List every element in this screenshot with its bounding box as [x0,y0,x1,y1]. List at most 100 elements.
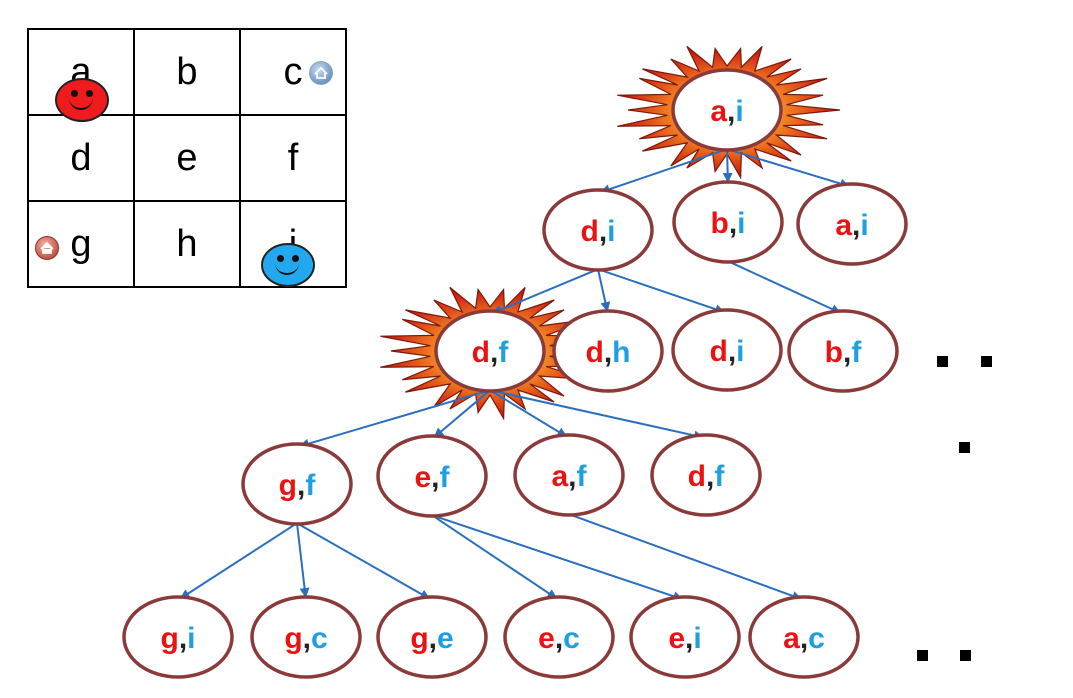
tree-edge-arrow [568,513,803,601]
separator: , [303,622,311,655]
tree-node: e,i [629,595,741,679]
tree-node-ellipse [542,188,654,272]
separator: , [729,207,737,240]
separator: , [555,622,563,655]
tree-node-label: g,e [410,622,453,655]
tree-node: g,e [376,595,488,679]
tree-node: g,c [250,595,362,679]
separator: , [728,335,736,368]
tree-node-ellipse [513,433,625,517]
blue-agent-position: i [860,209,868,242]
red-agent-position: g [279,469,297,502]
separator: , [179,622,187,655]
red-agent-position: e [668,622,685,655]
blue-agent-position: i [607,215,615,248]
home-icon [309,61,333,85]
tree-node-ellipse [629,595,741,679]
tree-edge-arrow [489,389,705,441]
tree-node-label: e,c [538,622,580,655]
blue-agent-position: f [714,460,725,493]
tree-node: a,c [748,595,860,679]
tree-node-ellipse [122,595,234,679]
tree-edge-arrow [431,514,684,601]
red-agent-position: b [825,336,843,369]
tree-node-ellipse [671,308,783,392]
tree-node: a,f [513,433,625,517]
blue-agent-position: i [735,95,743,128]
blue-agent-position: f [851,336,862,369]
separator: , [599,215,607,248]
eye-icon [86,90,93,97]
ellipsis-dot [960,650,971,661]
tree-node-label: g,c [284,622,327,655]
blue-agent-position: c [563,622,580,655]
tree-node-label: g,i [160,622,195,655]
tree-node: b,i [672,180,784,264]
grid-world: a b c d e f g h i [27,28,347,288]
blue-agent-position: c [808,622,825,655]
grid-cell-c: c [239,28,347,116]
tree-node-label: a,c [783,622,825,655]
tree-node: e,f [376,434,488,518]
tree-edge-arrow [431,514,558,599]
tree-node-ellipse [787,309,899,393]
red-agent-position: a [710,95,727,128]
red-smiley-icon [55,78,109,122]
grid-cell-b: b [133,28,241,116]
cell-label: e [176,136,198,179]
mouth-icon [275,259,299,275]
ellipsis-dot [937,356,948,367]
red-agent-position: e [414,461,431,494]
tree-node-ellipse [748,595,860,679]
separator: , [297,469,305,502]
grid-cell-e: e [133,114,241,202]
red-agent-position: e [538,622,555,655]
grid-cell-f: f [239,114,347,202]
home-icon [35,236,59,260]
tree-node-label: e,f [414,461,450,494]
tree-node: g,f [241,442,353,526]
tree-node-ellipse [796,182,908,266]
blue-agent-position: h [612,336,630,369]
ellipsis-dot [981,356,992,367]
tree-edge-arrow [722,149,733,183]
tree-node-ellipse [650,433,762,517]
red-agent-position: b [710,207,728,240]
separator: , [429,622,437,655]
separator: , [604,336,612,369]
tree-node-label: d,i [709,335,744,368]
separator: , [852,209,860,242]
tree-node-label: a,i [710,95,743,128]
tree-node: b,f [787,309,899,393]
red-agent-position: a [783,622,800,655]
blue-agent-position: f [498,336,509,369]
red-agent-position: g [410,622,428,655]
tree-node-ellipse [376,595,488,679]
tree-node: e,c [503,595,615,679]
tree-edge-arrow [296,523,310,598]
eye-icon [71,90,78,97]
tree-node-ellipse [434,309,546,393]
separator: , [843,336,851,369]
red-agent-position: d [709,335,727,368]
cell-label: c [283,50,303,93]
eye-icon [292,255,299,262]
tree-node-label: b,i [710,207,745,240]
tree-node: d,i [542,188,654,272]
tree-edge-arrow [597,268,611,313]
blue-agent-position: f [577,460,588,493]
tree-node: a,i [671,68,783,152]
tree-edge-arrow [179,522,298,599]
tree-node-label: g,f [279,469,317,502]
blue-agent-position: i [187,622,195,655]
tree-edge-arrow [298,389,491,449]
tree-node: g,i [122,595,234,679]
tree-node: d,i [671,308,783,392]
tree-node: d,f [434,309,546,393]
tree-node-ellipse [671,68,783,152]
tree-node-label: a,f [551,460,587,493]
tree-node-label: e,i [668,622,701,655]
blue-agent-position: f [440,461,451,494]
tree-edge-arrow [491,268,599,315]
tree-node-label: d,i [580,215,615,248]
